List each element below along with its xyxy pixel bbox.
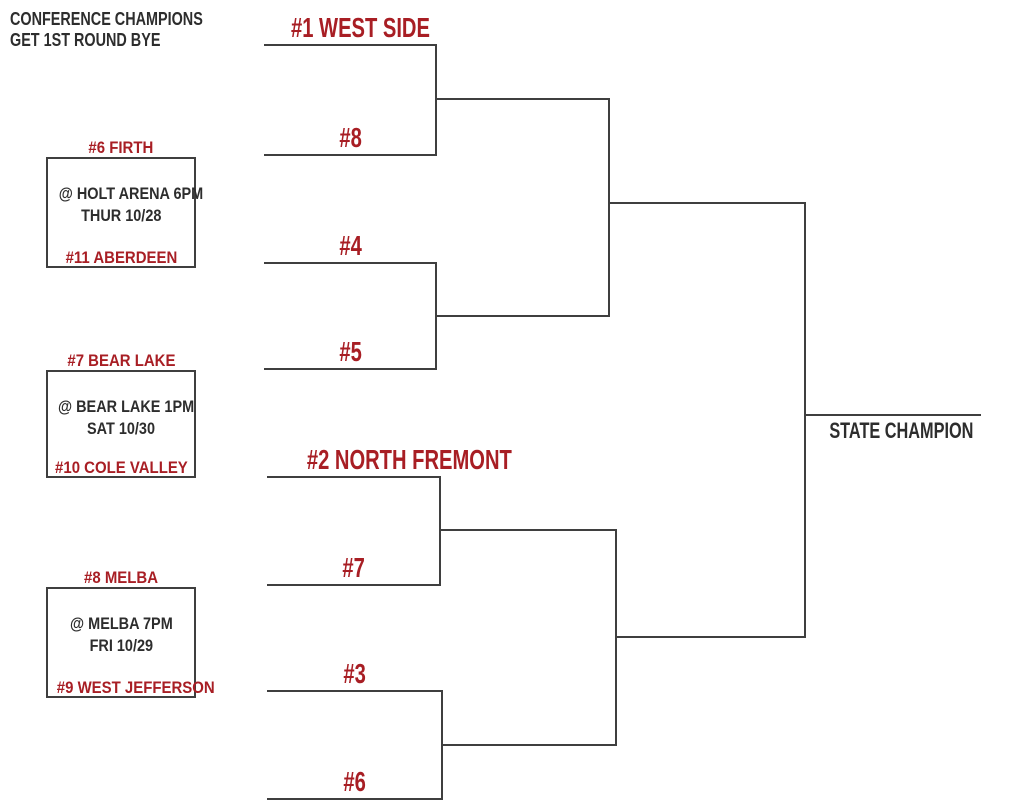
bye-note: CONFERENCE CHAMPIONS GET 1ST ROUND BYE xyxy=(10,9,251,51)
playin1-venue: @ HOLT ARENA 6PM xyxy=(58,184,204,203)
qf1-top-line xyxy=(264,44,437,46)
qf3-join-line xyxy=(439,476,441,586)
bye-note-line2: GET 1ST ROUND BYE xyxy=(10,30,161,50)
playin1-bottom-seed-label: #11 ABERDEEN xyxy=(65,248,177,267)
champion-line xyxy=(804,414,981,416)
qf4-bottom-team-label: #6 xyxy=(343,766,367,797)
qf1-bottom-team-label: #8 xyxy=(339,122,362,153)
qf1-bottom-line xyxy=(264,154,437,156)
qf3-top-team-label: #2 NORTH FREMONT xyxy=(306,444,512,475)
playin3-top-seed-label: #8 MELBA xyxy=(83,568,158,587)
qf2-bottom-team-label: #5 xyxy=(339,336,362,367)
playin3-venue: @ MELBA 7PM xyxy=(69,614,173,633)
qf1-top-team-label: #1 WEST SIDE xyxy=(291,12,430,43)
playin1-datetime: THUR 10/28 xyxy=(80,206,162,225)
qf4-winner-line xyxy=(441,744,617,746)
playin1-top-seed-label: #6 FIRTH xyxy=(88,138,154,157)
sf2-winner-line xyxy=(615,636,806,638)
playin2-bottom-seed-label: #10 COLE VALLEY xyxy=(55,458,188,477)
state-champion-label: STATE CHAMPION xyxy=(829,418,974,443)
bye-note-line1: CONFERENCE CHAMPIONS xyxy=(10,9,203,29)
playin1-venue-block: @ HOLT ARENA 6PM THUR 10/28 xyxy=(46,183,204,227)
qf2-bottom-line xyxy=(264,368,437,370)
playin2-venue: @ BEAR LAKE 1PM xyxy=(58,397,195,416)
qf2-top-team-label: #4 xyxy=(339,230,362,261)
qf1-winner-line xyxy=(435,98,610,100)
playin2-top-seed-label: #7 BEAR LAKE xyxy=(66,351,176,370)
qf2-winner-line xyxy=(435,315,610,317)
playin3-datetime: FRI 10/29 xyxy=(89,636,153,655)
qf3-top-line xyxy=(267,476,441,478)
final-join-line xyxy=(804,202,806,638)
qf4-top-line xyxy=(267,690,443,692)
sf1-join-line xyxy=(608,98,610,317)
playin-box-3 xyxy=(46,587,196,698)
playin3-bottom-seed-label: #9 WEST JEFFERSON xyxy=(56,678,215,697)
qf2-top-line xyxy=(264,262,437,264)
qf3-bottom-line xyxy=(267,584,441,586)
playin-box-2 xyxy=(46,370,196,478)
playin2-venue-block: @ BEAR LAKE 1PM SAT 10/30 xyxy=(46,396,196,440)
playin3-venue-block: @ MELBA 7PM FRI 10/29 xyxy=(46,613,196,657)
qf1-join-line xyxy=(435,44,437,156)
qf3-winner-line xyxy=(439,529,617,531)
qf3-bottom-team-label: #7 xyxy=(342,552,366,583)
qf4-top-team-label: #3 xyxy=(343,658,367,689)
playin-box-1 xyxy=(46,157,196,268)
qf4-bottom-line xyxy=(267,798,443,800)
sf1-winner-line xyxy=(608,202,806,204)
playin2-datetime: SAT 10/30 xyxy=(86,419,155,438)
